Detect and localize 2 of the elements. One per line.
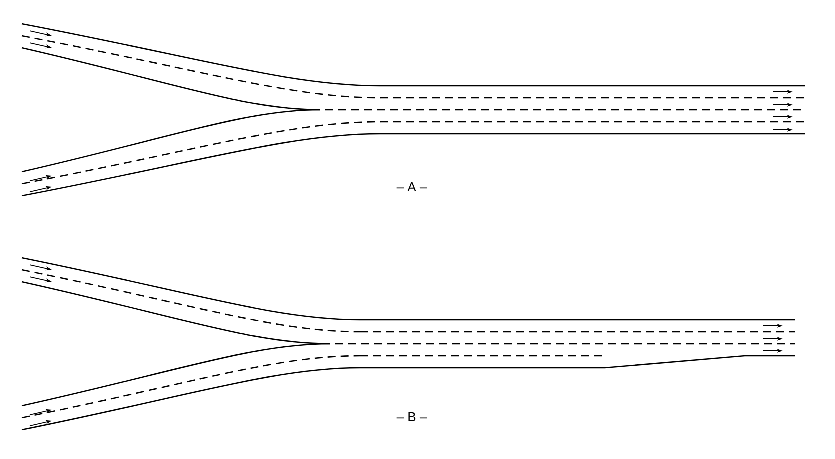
figure-label: – A –: [396, 182, 428, 192]
figure-label: – B –: [396, 412, 428, 422]
